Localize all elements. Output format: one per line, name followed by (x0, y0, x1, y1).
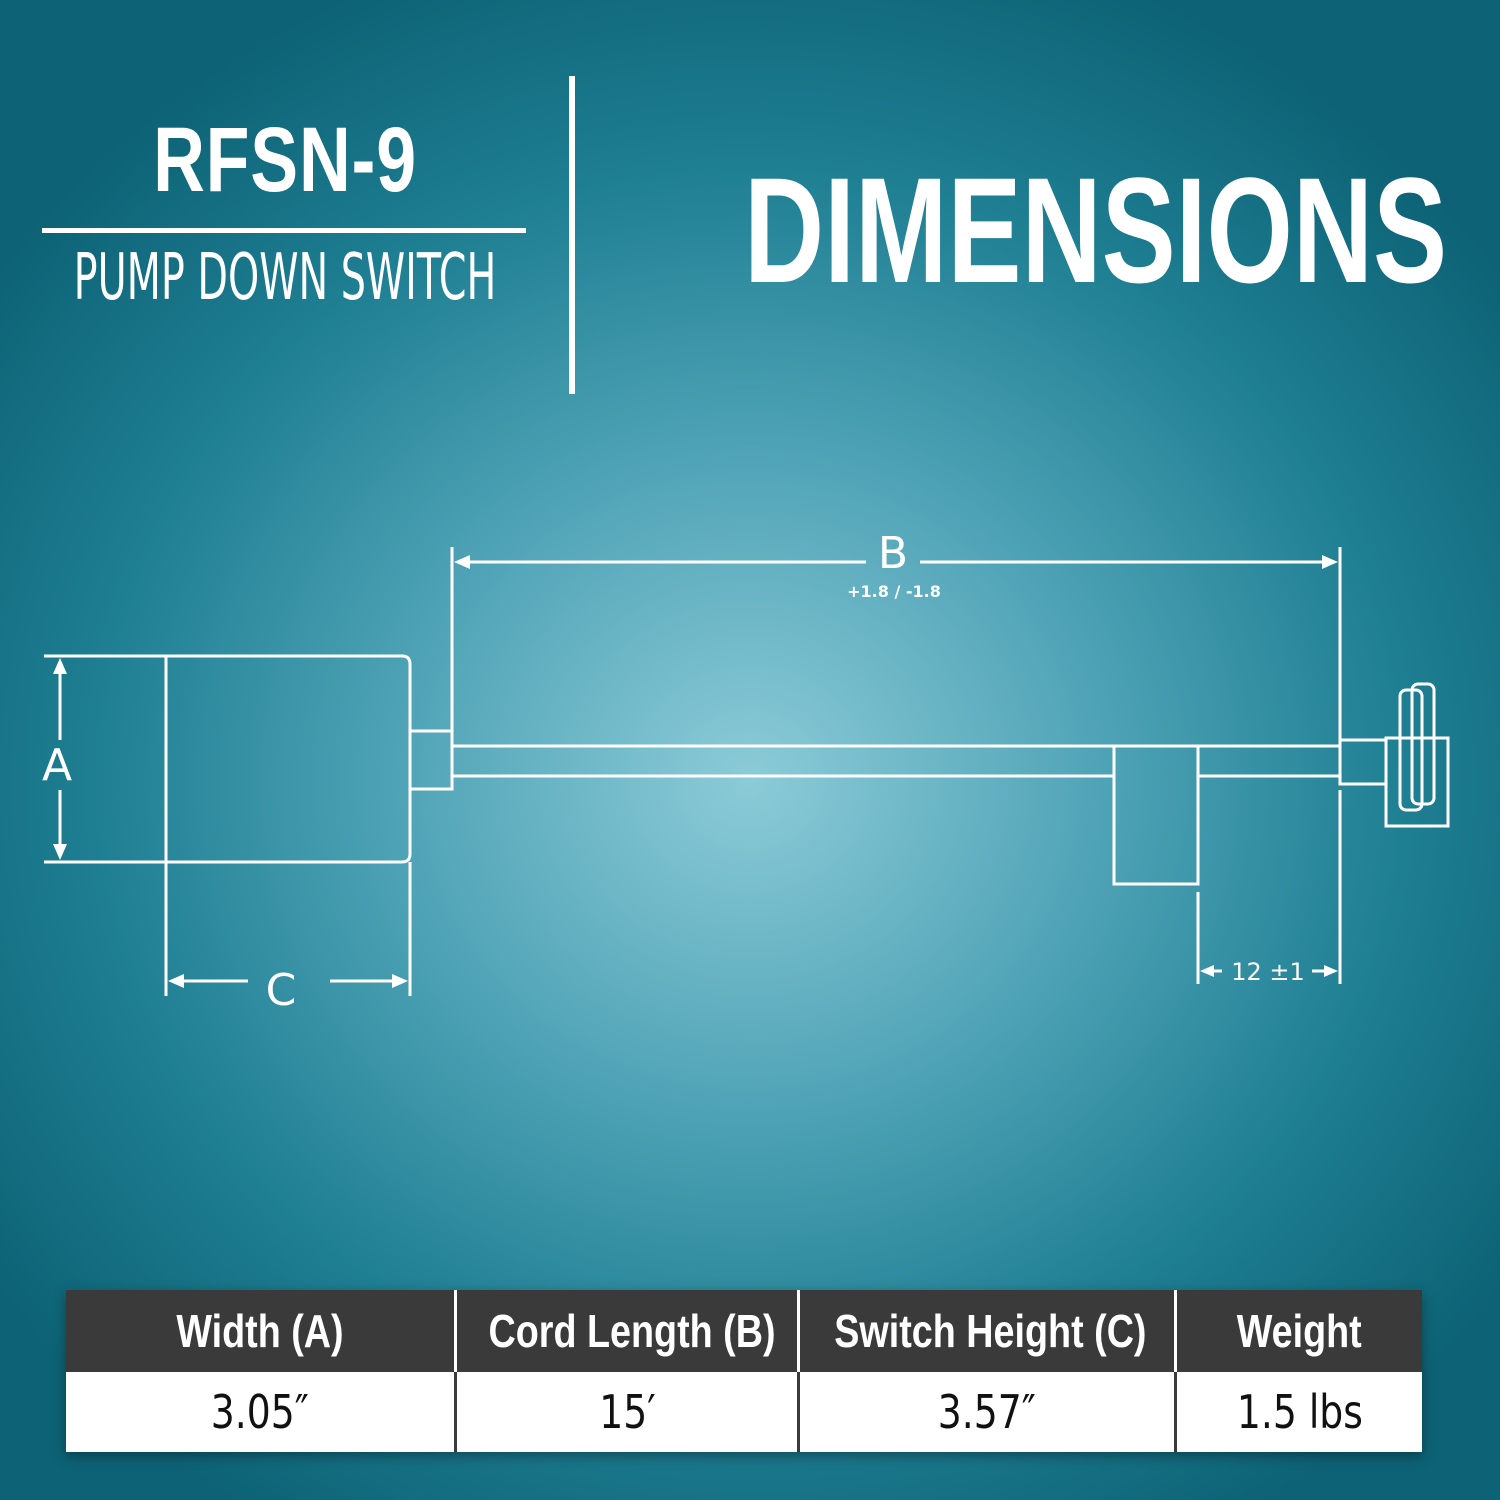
spec-header-width: Width (A) (66, 1290, 457, 1372)
spec-value-width: 3.05″ (66, 1372, 457, 1452)
plug-head (1384, 736, 1450, 828)
cord-strain-relief (408, 729, 454, 791)
offset-arrow-left (1200, 965, 1214, 977)
a-arrow-bottom (53, 844, 67, 860)
title-rule (42, 228, 526, 233)
label-a: A (42, 740, 72, 791)
product-subtitle: PUMP DOWN SWITCH (73, 241, 497, 315)
spec-value-row: 3.05″ 15′ 3.57″ 1.5 lbs (66, 1372, 1422, 1452)
spec-value-weight: 1.5 lbs (1175, 1372, 1422, 1452)
c-arrow-left (168, 974, 184, 988)
label-c: C (266, 965, 297, 1016)
b-arrow-right (1322, 555, 1338, 569)
header-divider (569, 76, 575, 394)
spec-value-cord-length: 15′ (455, 1372, 800, 1452)
model-name: RFSN-9 (153, 109, 417, 211)
spec-header-switch-height: Switch Height (C) (798, 1290, 1177, 1372)
spec-header-row: Width (A) Cord Length (B) Switch Height … (66, 1290, 1422, 1372)
cord-clamp (1112, 744, 1200, 886)
label-offset: 12 ±1 (1231, 958, 1305, 986)
page-heading: DIMENSIONS (744, 146, 1448, 314)
spec-header-cord-length: Cord Length (B) (455, 1290, 800, 1372)
spec-table: Width (A) Cord Length (B) Switch Height … (66, 1290, 1422, 1452)
switch-body (164, 654, 412, 864)
title-block: RFSN-9 PUMP DOWN SWITCH (40, 110, 530, 313)
label-b-tolerance: +1.8 / -1.8 (847, 582, 941, 601)
c-arrow-right (392, 974, 408, 988)
spec-value-switch-height: 3.57″ (798, 1372, 1177, 1452)
a-arrow-top (53, 658, 67, 674)
offset-arrow-right (1324, 965, 1338, 977)
label-b: B (878, 528, 908, 579)
spec-header-weight: Weight (1175, 1290, 1422, 1372)
plug-neck (1338, 738, 1388, 786)
plug-prong-back (1410, 682, 1436, 806)
b-arrow-left (454, 555, 470, 569)
